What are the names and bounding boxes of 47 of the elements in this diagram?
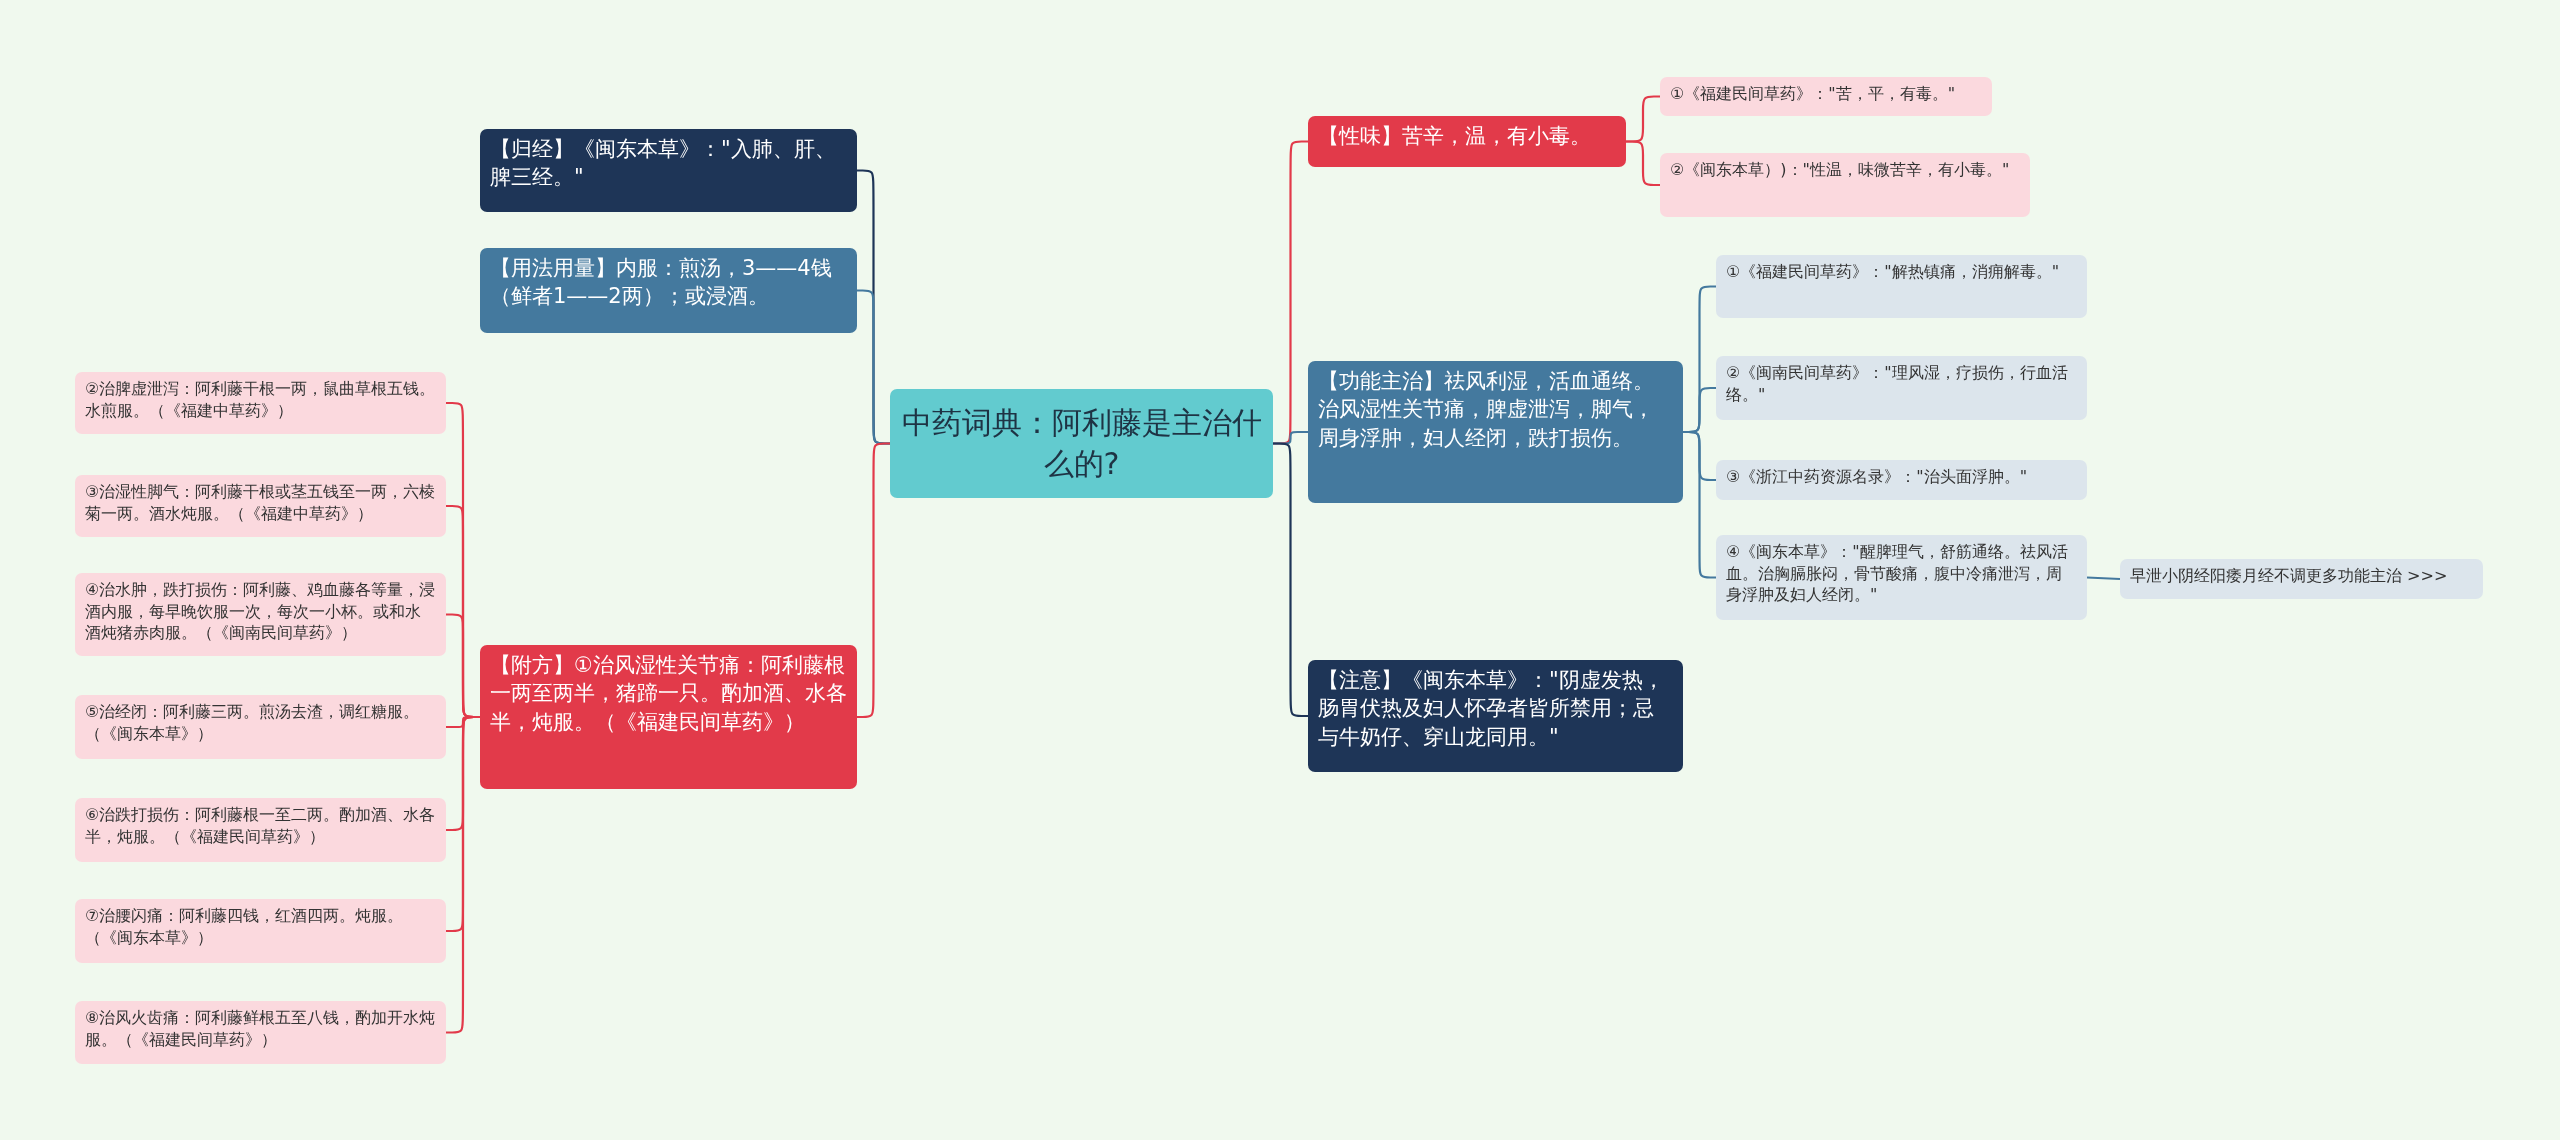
- subtopic-box: [75, 798, 446, 862]
- connector-line: [855, 442, 892, 719]
- topic-box: [480, 248, 857, 333]
- subtopic-box: [1660, 77, 1992, 116]
- central-topic-text: 中药词典：阿利藤是主治什么的?: [900, 404, 1263, 483]
- subtopic-box: [75, 573, 446, 656]
- topic-box: [1308, 660, 1683, 772]
- subtopic-text: ①《福建民间草药》："苦，平，有毒。": [1670, 83, 1957, 105]
- topic-text: 【归经】《闽东本草》："入肺、肝、脾三经。": [490, 136, 837, 192]
- subtopic-box: [75, 475, 446, 537]
- subtopic-text: ③《浙江中药资源名录》："治头面浮肿。": [1726, 466, 2029, 488]
- subtopic-box: [75, 372, 446, 434]
- subtopic-text: ③治湿性脚气：阿利藤干根或茎五钱至一两，六棱菊一两。酒水炖服。（《福建中草药》）: [85, 481, 436, 525]
- connector-line: [2086, 576, 2121, 581]
- connector-line: [1681, 430, 1718, 579]
- subtopic-text: ⑤治经闭：阿利藤三两。煎汤去渣，调红糖服。（《闽东本草》）: [85, 701, 421, 745]
- topic-text: 【用法用量】内服：煎汤，3——4钱（鲜者1——2两）；或浸酒。: [490, 255, 833, 311]
- subtopic-text: ②治脾虚泄泻：阿利藤干根一两，鼠曲草根五钱。水煎服。（《福建中草药》）: [85, 378, 436, 422]
- central-topic-box: [890, 389, 1273, 498]
- connector-line: [1624, 140, 1662, 187]
- subtopic-text: ⑥治跌打损伤：阿利藤根一至二两。酌加酒、水各半，炖服。（《福建民间草药》）: [85, 804, 436, 848]
- topic-box: [1308, 361, 1683, 503]
- subtopic-text: ⑦治腰闪痛：阿利藤四钱，红酒四两。炖服。（《闽东本草》）: [85, 905, 405, 949]
- subtopic-box: [1716, 255, 2087, 318]
- topic-text: 【注意】《闽东本草》："阴虚发热，肠胃伏热及妇人怀孕者皆所禁用；忌与牛奶仔、穿山龙同用。": [1318, 667, 1665, 751]
- topic-text: 【性味】苦辛，温，有小毒。: [1318, 123, 1592, 150]
- topic-box: [480, 129, 857, 212]
- subtopic-text: ②《闽南民间草药》："理风湿，疗损伤，行血活络。": [1726, 362, 2069, 406]
- subtopic-box: [1660, 153, 2030, 217]
- subtopic-box: [75, 695, 446, 759]
- subtopic-box: [1716, 356, 2087, 420]
- subtopic-box: [1716, 535, 2087, 620]
- topic-text: 【功能主治】祛风利湿，活血通络。治风湿性关节痛，脾虚泄泻，脚气，周身浮肿，妇人经闭，跌打损伤。: [1318, 368, 1655, 452]
- subtopic-text: ④治水肿，跌打损伤：阿利藤、鸡血藤各等量，浸酒内服，每早晚饮服一次，每次一小杯。或和水酒炖猪赤肉服。（《闽南民间草药》）: [85, 579, 436, 644]
- subtopic-box: [75, 1001, 446, 1064]
- connector-line: [1271, 442, 1310, 718]
- subtopic-text: ④《闽东本草》："醒脾理气，舒筋通络。祛风活血。治胸膈胀闷，骨节酸痛，腹中冷痛泄泻，周身浮肿及妇人经闭。": [1726, 541, 2069, 606]
- topic-box: [480, 645, 857, 789]
- subtopic-box: [2120, 559, 2483, 599]
- subtopic-text: ①《福建民间草药》："解热镇痛，消痈解毒。": [1726, 261, 2061, 283]
- subtopic-text: ⑧治风火齿痛：阿利藤鲜根五至八钱，酌加开水炖服。（《福建民间草药》）: [85, 1007, 436, 1051]
- topic-text: 【附方】①治风湿性关节痛：阿利藤根一两至两半，猪蹄一只。酌加酒、水各半，炖服。（《福建民间草药》）: [490, 652, 847, 736]
- subtopic-box: [1716, 460, 2087, 500]
- subtopic-text: ②《闽东本草）)："性温，味微苦辛，有小毒。": [1670, 159, 2011, 181]
- topic-box: [1308, 116, 1626, 167]
- subtopic-box: [75, 899, 446, 963]
- subtopic-text: 早泄小阴经阳痿月经不调更多功能主治 >>>: [2130, 565, 2449, 587]
